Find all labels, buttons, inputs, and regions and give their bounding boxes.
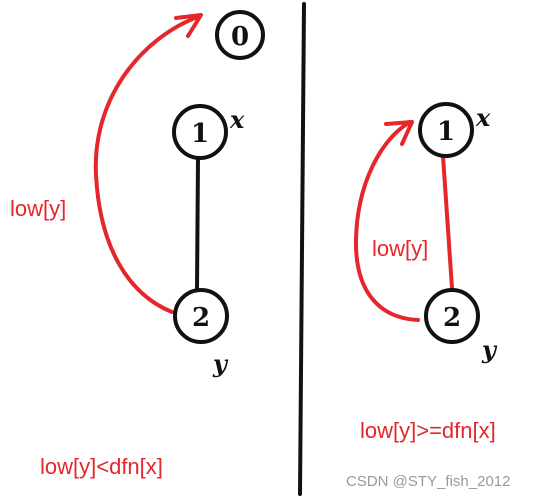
left-edge-1-2 — [195, 156, 200, 292]
right-node-1: 1 x — [418, 102, 491, 158]
right-node-1-var: x — [475, 103, 491, 132]
left-node-2-label: 2 — [192, 303, 210, 333]
left-node-2: 2 y — [173, 288, 229, 378]
left-arrow-label: low[y] — [10, 196, 66, 221]
left-node-0-label: 0 — [231, 22, 249, 52]
left-node-1: 1 x — [172, 104, 245, 160]
left-back-arrow — [93, 14, 202, 314]
left-arrow-head — [174, 13, 203, 38]
right-node-2-var: y — [481, 335, 498, 364]
panel-divider — [298, 2, 306, 496]
right-condition-label: low[y]>=dfn[x] — [360, 418, 496, 443]
left-node-1-var: x — [229, 105, 245, 134]
right-back-arrow — [353, 120, 420, 322]
left-node-1-label: 1 — [191, 119, 209, 149]
left-node-0: 0 — [215, 10, 265, 60]
right-edge-1-2 — [441, 154, 454, 290]
watermark: CSDN @STY_fish_2012 — [346, 473, 510, 490]
right-node-2: 2 y — [424, 288, 498, 364]
right-arrow-head — [384, 120, 414, 146]
right-arrow-label: low[y] — [372, 236, 428, 261]
right-node-2-label: 2 — [443, 303, 461, 333]
right-node-1-label: 1 — [437, 117, 455, 147]
left-node-2-var: y — [212, 349, 229, 378]
left-condition-label: low[y]<dfn[x] — [40, 454, 163, 479]
